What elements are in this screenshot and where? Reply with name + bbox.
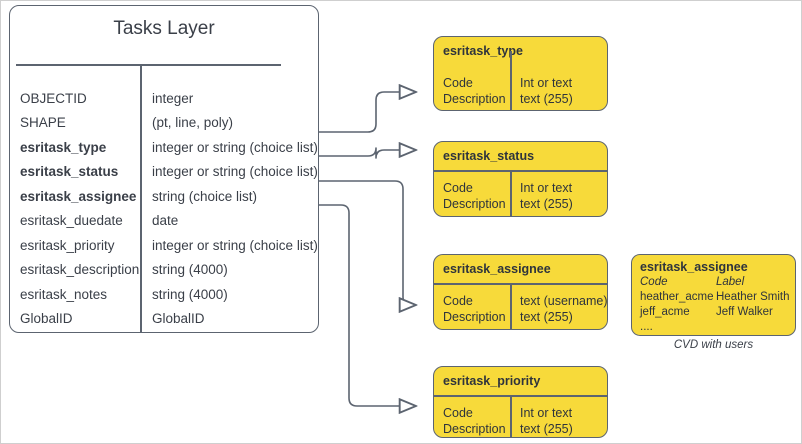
connector-esritask-type <box>319 92 416 133</box>
domain-left-line: Description <box>443 422 506 436</box>
cvd-code-cell: .... <box>640 321 653 333</box>
domain-left-line: Description <box>443 197 506 211</box>
cvd-label-cell: Jeff Walker <box>716 306 773 318</box>
domain-column-divider <box>510 51 512 110</box>
entity-field-type: string (choice list) <box>152 188 258 204</box>
domain-left-line: Description <box>443 92 506 106</box>
page-title: Tasks Layer <box>113 18 215 39</box>
domain-right-line: text (255) <box>520 310 573 324</box>
entity-field-row: esritask_description string (4000) <box>10 258 318 283</box>
entity-field-type: string (4000) <box>152 262 228 278</box>
entity-header-divider <box>16 64 281 66</box>
cvd-value-row: jeff_acme Jeff Walker <box>640 306 790 318</box>
entity-field-row: esritask_notes string (4000) <box>10 282 318 307</box>
domain-column-divider <box>510 170 512 216</box>
domain-column-divider <box>510 395 512 437</box>
cvd-caption: CVD with users <box>673 339 754 351</box>
cvd-code-cell: heather_acme <box>640 291 714 303</box>
domain-left-line: Description <box>443 310 506 324</box>
domain-header-divider <box>434 395 607 397</box>
domain-title: esritask_type <box>443 44 523 58</box>
entity-field-name: esritask_duedate <box>20 213 123 229</box>
cvd-code-cell: Code <box>640 276 668 288</box>
domain-left-line: Code <box>443 181 473 195</box>
entity-field-type: GlobalID <box>152 311 205 327</box>
entity-field-row: GlobalID GlobalID <box>10 307 318 332</box>
domain-left-line: Code <box>443 406 473 420</box>
entity-field-name: OBJECTID <box>20 90 87 106</box>
domain-title: esritask_priority <box>443 374 541 388</box>
entity-field-type: (pt, line, poly) <box>152 115 234 131</box>
connector-esritask-status <box>319 148 416 159</box>
domain-right-column: text (username) text (255) <box>520 293 608 325</box>
domain-title: esritask_status <box>443 149 535 163</box>
entity-field-name: esritask_type <box>20 139 107 155</box>
domain-left-line: Code <box>443 294 473 308</box>
domain-right-line: text (255) <box>520 92 573 106</box>
domain-right-line: text (255) <box>520 197 573 211</box>
entity-field-type: integer or string (choice list) <box>152 164 318 180</box>
connector-esritask-assignee <box>319 180 416 305</box>
entity-field-row: OBJECTID integer <box>10 86 318 111</box>
entity-field-type: string (4000) <box>152 286 228 302</box>
domain-header-divider <box>434 170 607 172</box>
domain-right-line: Int or text <box>520 76 573 90</box>
domain-header-divider <box>434 283 607 285</box>
domain-right-line: Int or text <box>520 181 573 195</box>
entity-field-row: esritask_status integer or string (choice… <box>10 160 318 185</box>
cvd-title: esritask_assignee <box>640 260 748 274</box>
entity-field-row: SHAPE (pt, line, poly) <box>10 111 318 136</box>
entity-field-name: esritask_description <box>20 262 140 278</box>
cvd-label-cell: Label <box>716 276 745 288</box>
entity-field-name: SHAPE <box>20 115 66 131</box>
domain-title: esritask_assignee <box>443 262 551 276</box>
domain-right-column: Int or text text (255) <box>520 75 573 107</box>
domain-right-line: Int or text <box>520 406 573 420</box>
cvd-value-row: .... <box>640 321 790 333</box>
entity-field-name: esritask_notes <box>20 286 108 302</box>
cvd-header-row: Code Label <box>640 276 790 288</box>
entity-field-name: esritask_assignee <box>20 188 137 204</box>
entity-field-name: esritask_status <box>20 164 119 180</box>
domain-right-column: Int or text text (255) <box>520 180 573 212</box>
domain-right-line: text (username) <box>520 294 608 308</box>
entity-field-type: integer <box>152 90 194 106</box>
entity-field-type: integer or string (choice list) <box>152 237 318 253</box>
cvd-label-cell: Heather Smith <box>716 291 790 303</box>
entity-field-name: GlobalID <box>20 311 73 327</box>
domain-right-column: Int or text text (255) <box>520 405 573 437</box>
domain-left-line: Code <box>443 76 473 90</box>
connector-esritask-priority <box>319 204 416 406</box>
domain-right-line: text (255) <box>520 422 573 436</box>
entity-field-name: esritask_priority <box>20 237 115 253</box>
domain-column-divider <box>510 283 512 329</box>
entity-field-type: integer or string (choice list) <box>152 139 318 155</box>
entity-field-row: esritask_assignee string (choice list) <box>10 184 318 209</box>
entity-field-row: esritask_duedate date <box>10 209 318 234</box>
cvd-code-cell: jeff_acme <box>640 306 690 318</box>
entity-field-type: date <box>152 213 179 229</box>
entity-field-row: esritask_type integer or string (choice l… <box>10 135 318 160</box>
entity-column-divider <box>140 64 142 332</box>
entity-field-row: esritask_priority integer or string (choi… <box>10 233 318 258</box>
